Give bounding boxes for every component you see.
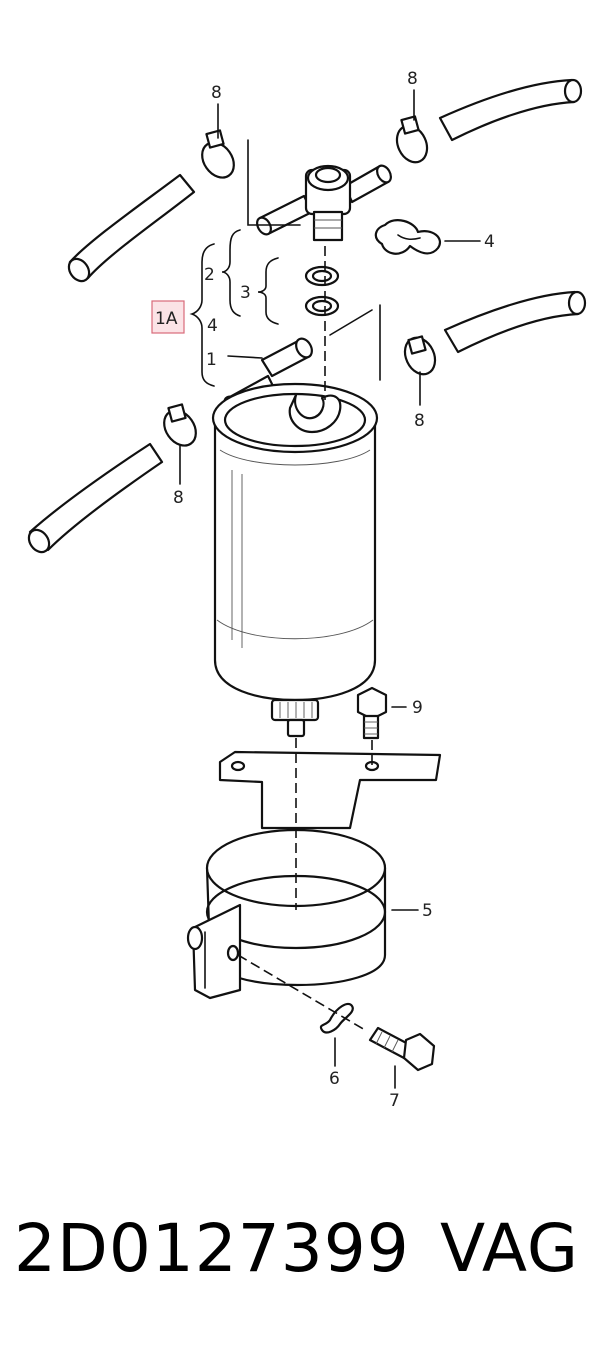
hose-clamp-mid-left: [163, 403, 197, 447]
mounting-bracket: [218, 750, 442, 830]
top-connector: [256, 164, 392, 242]
callout-5: 5: [422, 901, 433, 921]
brand-label: VAG: [440, 1210, 580, 1287]
bolt-7: [368, 1026, 436, 1072]
callout-1: 1: [206, 350, 217, 370]
part-number: 2D0127399: [14, 1210, 410, 1287]
hose-top-left: [67, 173, 196, 283]
callout-3: 3: [240, 283, 251, 303]
hose-clamp-top-left: [201, 129, 235, 179]
callout-4-set: 4: [207, 316, 218, 336]
exploded-parts-diagram: 8 8 8 8 4 2 3 1A 4 1 9 5 6 7: [27, 69, 587, 1111]
hose-clamp-mid-right: [403, 335, 437, 376]
callout-8-mid-right: 8: [414, 411, 425, 431]
callout-7: 7: [389, 1091, 400, 1111]
hose-mid-right: [443, 290, 587, 354]
callout-4-clip: 4: [484, 232, 495, 252]
assembly-lines: [179, 89, 481, 1089]
bolt-9: [356, 686, 388, 740]
callout-1a-highlight: [151, 300, 185, 334]
hose-top-right: [438, 78, 583, 142]
footer: 2D0127399 VAG: [0, 1210, 600, 1320]
callout-6: 6: [329, 1069, 340, 1089]
hose-mid-left: [27, 442, 164, 554]
callout-8-mid-left: 8: [173, 488, 184, 508]
retaining-clip-top: [374, 219, 441, 255]
callout-2: 2: [204, 265, 215, 285]
callout-8-top-left: 8: [211, 83, 222, 103]
callout-8-top-right: 8: [407, 69, 418, 89]
callout-1a: 1A: [155, 309, 178, 329]
o-ring-lower: [304, 295, 340, 317]
clamp-band: [186, 828, 387, 1000]
callout-labels: 8 8 8 8 4 2 3 1A 4 1 9 5 6 7: [151, 69, 495, 1111]
o-ring-upper: [304, 265, 340, 287]
callout-9: 9: [412, 698, 423, 718]
hose-clamp-top-right: [395, 115, 429, 164]
fuel-filter-canister: [211, 382, 379, 738]
washer-6: [319, 1002, 354, 1034]
